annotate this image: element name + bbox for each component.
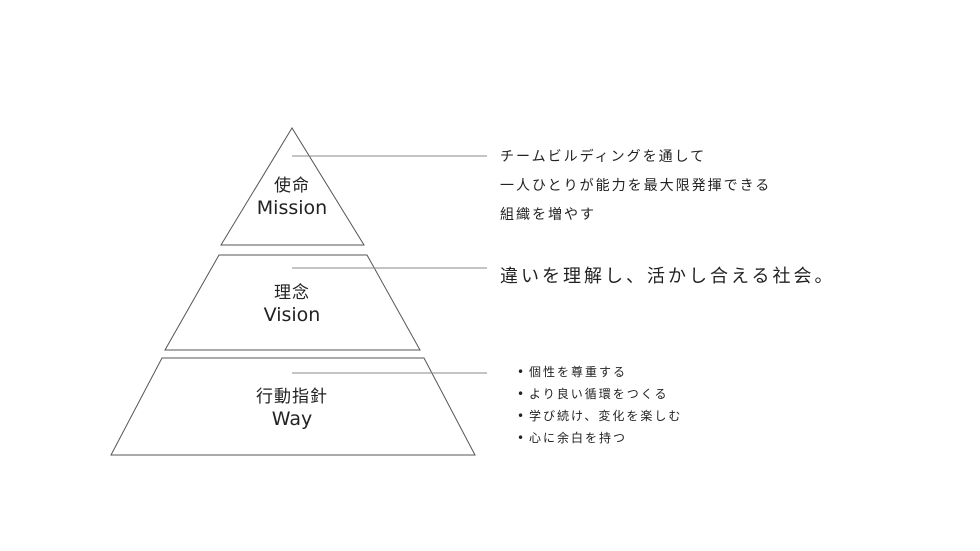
vision-en-label: Vision <box>263 304 321 327</box>
mission-line: 組織を増やす <box>500 207 596 223</box>
mission-en-label: Mission <box>256 197 328 220</box>
way-list-item: 学び続け、変化を楽しむ <box>517 405 682 427</box>
mission-description: チームビルディングを通して 一人ひとりが能力を最大限発揮できる 組織を増やす <box>500 143 771 230</box>
vision-description: 違いを理解し、活かし合える社会。 <box>500 266 836 287</box>
vision-tier-label: 理念 Vision <box>192 283 392 328</box>
way-en-label: Way <box>271 408 313 431</box>
way-list-item: より良い循環をつくる <box>517 383 682 405</box>
mission-tier-label: 使命 Mission <box>192 176 392 221</box>
mission-jp-label: 使命 <box>274 176 310 196</box>
pyramid-top-tier <box>220 127 365 246</box>
mission-line: チームビルディングを通して <box>500 149 707 165</box>
pyramid-middle-tier <box>164 254 421 351</box>
way-tier-label: 行動指針 Way <box>192 387 392 432</box>
way-list: 個性を尊重する より良い循環をつくる 学び続け、変化を楽しむ 心に余白を持つ <box>517 361 682 449</box>
mission-line: 一人ひとりが能力を最大限発揮できる <box>500 178 772 194</box>
pyramid-bottom-tier <box>110 357 476 456</box>
way-jp-label: 行動指針 <box>256 387 328 407</box>
way-list-item: 個性を尊重する <box>517 361 682 383</box>
way-list-item: 心に余白を持つ <box>517 427 682 449</box>
vision-jp-label: 理念 <box>274 283 310 303</box>
